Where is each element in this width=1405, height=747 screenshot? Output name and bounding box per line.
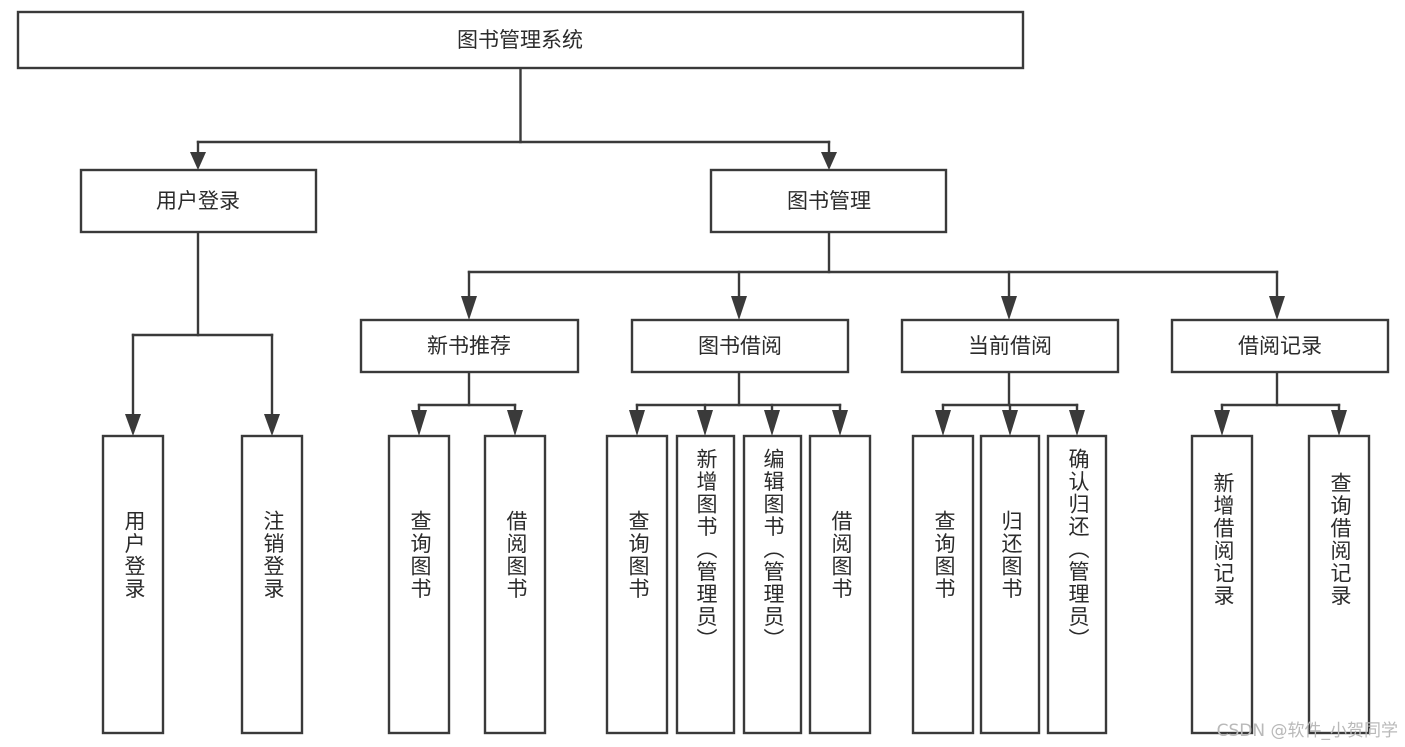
node-box-leaf-bb-2[interactable] [675,434,736,735]
leaf-node-bb-add-book[interactable]: 新增图书（管理员） [675,434,736,735]
arrow-head-l3-1 [461,296,477,320]
node-box-leaf-cb-3[interactable] [1046,434,1108,735]
arrow-head-book-manage [821,152,837,170]
node-box-leaf-bb-3[interactable] [742,434,803,735]
arrow-head-l3-2 [731,296,747,320]
node-box-leaf-bb-1[interactable] [605,434,669,735]
arrow-head-l3-3 [1001,296,1017,320]
node-label-leaf-nbr-1: 查询图书 [408,510,432,600]
node-root-book-management-system[interactable]: 图书管理系统 [16,10,1025,70]
node-box-book-management[interactable] [709,168,948,234]
leaf-node-bb-borrow-book[interactable]: 借阅图书 [808,434,872,735]
leaf-node-cb-query-book[interactable]: 查询图书 [911,434,975,735]
node-label-new-book-recommend: 新书推荐 [427,334,511,358]
node-label-leaf-ul-2: 注销登录 [261,510,285,600]
node-new-book-recommend[interactable]: 新书推荐 [359,318,580,374]
node-label-leaf-ul-1: 用户登录 [122,510,146,600]
node-label-leaf-bb-4: 借阅图书 [829,510,853,600]
node-label-book-borrow: 图书借阅 [698,334,782,358]
node-label-leaf-bb-3: 编辑图书（管理员） [761,448,785,651]
node-label-leaf-bb-2: 新增图书（管理员） [694,448,718,651]
connector-layer [125,66,1347,436]
csdn-watermark: CSDN @软件_小贺同学 [1217,721,1398,741]
node-label-root: 图书管理系统 [457,28,583,52]
node-box-leaf-nbr-1[interactable] [387,434,451,735]
node-label-leaf-cb-3: 确认归还（管理员） [1066,448,1090,651]
leaf-node-bb-query-book[interactable]: 查询图书 [605,434,669,735]
node-label-leaf-cb-2: 归还图书 [999,510,1023,600]
arrow-head-br-1 [1214,410,1230,436]
node-box-leaf-ul-1[interactable] [101,434,165,735]
node-box-leaf-bb-4[interactable] [808,434,872,735]
node-box-leaf-br-1[interactable] [1190,434,1254,735]
leaf-node-cb-confirm-return[interactable]: 确认归还（管理员） [1046,434,1108,735]
arrow-head-nbr-2 [507,410,523,436]
arrow-head-cb-3 [1069,410,1085,436]
leaf-node-logout[interactable]: 注销登录 [240,434,304,735]
node-book-borrow[interactable]: 图书借阅 [630,318,850,374]
leaf-node-cb-return-book[interactable]: 归还图书 [979,434,1041,735]
arrow-head-cb-1 [935,410,951,436]
node-box-book-borrow[interactable] [630,318,850,374]
node-label-book-management: 图书管理 [787,189,871,213]
node-box-new-book-recommend[interactable] [359,318,580,374]
arrow-head-ul-1 [125,414,141,436]
arrow-head-l3-4 [1269,296,1285,320]
node-label-leaf-nbr-2: 借阅图书 [504,510,528,600]
node-box-leaf-br-2[interactable] [1307,434,1371,735]
node-box-leaf-cb-1[interactable] [911,434,975,735]
node-current-borrow[interactable]: 当前借阅 [900,318,1120,374]
arrow-head-cb-2 [1002,410,1018,436]
node-box-leaf-cb-2[interactable] [979,434,1041,735]
leaf-node-nbr-borrow-book[interactable]: 借阅图书 [483,434,547,735]
arrow-head-ul-2 [264,414,280,436]
leaf-node-nbr-query-book[interactable]: 查询图书 [387,434,451,735]
node-label-leaf-cb-1: 查询图书 [932,510,956,600]
node-label-leaf-br-2: 查询借阅记录 [1328,472,1352,607]
leaf-node-bb-edit-book[interactable]: 编辑图书（管理员） [742,434,803,735]
node-box-root[interactable] [16,10,1025,70]
leaf-node-user-login-action[interactable]: 用户登录 [101,434,165,735]
arrow-head-br-2 [1331,410,1347,436]
arrow-head-user-login [190,152,206,170]
arrow-head-bb-3 [764,410,780,436]
node-box-user-login[interactable] [79,168,318,234]
node-box-borrow-record[interactable] [1170,318,1390,374]
arrow-head-bb-4 [832,410,848,436]
node-label-borrow-record: 借阅记录 [1238,334,1322,358]
arrow-head-bb-2 [697,410,713,436]
node-box-leaf-nbr-2[interactable] [483,434,547,735]
arrow-head-nbr-1 [411,410,427,436]
node-label-leaf-br-1: 新增借阅记录 [1211,472,1235,607]
arrow-head-bb-1 [629,410,645,436]
node-book-management[interactable]: 图书管理 [709,168,948,234]
node-borrow-record[interactable]: 借阅记录 [1170,318,1390,374]
node-box-current-borrow[interactable] [900,318,1120,374]
node-box-leaf-ul-2[interactable] [240,434,304,735]
node-label-current-borrow: 当前借阅 [968,334,1052,358]
leaf-node-br-add-record[interactable]: 新增借阅记录 [1190,434,1254,735]
leaf-node-br-query-record[interactable]: 查询借阅记录 [1307,434,1371,735]
node-label-leaf-bb-1: 查询图书 [626,510,650,600]
node-label-user-login: 用户登录 [156,189,240,213]
node-user-login[interactable]: 用户登录 [79,168,318,234]
